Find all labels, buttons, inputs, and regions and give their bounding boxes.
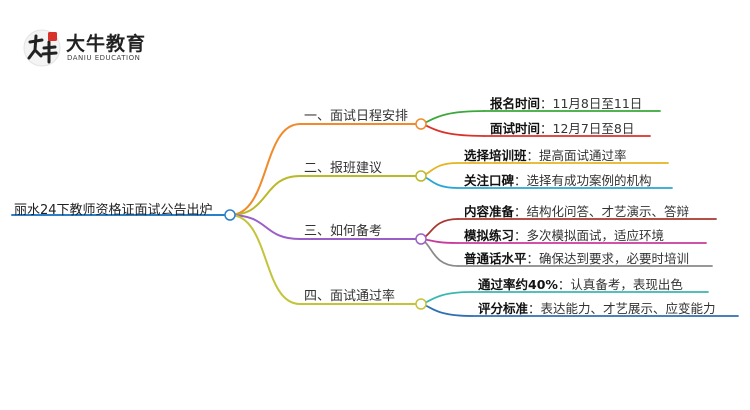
leaf-topic: 普通话水平：确保达到要求，必要时培训 [464, 248, 689, 267]
brand-name-en: DANIU EDUCATION [67, 54, 141, 62]
leaf-topic: 关注口碑：选择有成功案例的机构 [464, 170, 652, 189]
leaf-topic: 内容准备：结构化问答、才艺演示、答辩 [464, 201, 689, 220]
leaf-key: 选择培训班 [464, 148, 527, 163]
leaf-value: ：选择有成功案例的机构 [514, 173, 652, 188]
leaf-key: 模拟练习 [464, 228, 515, 243]
leaf-value: ：多次模拟面试，适应环境 [514, 228, 665, 243]
leaf-value: ：表达能力、才艺展示、应变能力 [528, 301, 716, 316]
leaf-value: ：结构化问答、才艺演示、答辩 [514, 204, 690, 219]
leaf-key: 报名时间 [490, 96, 541, 111]
leaf-topic: 评分标准：表达能力、才艺展示、应变能力 [478, 298, 716, 317]
leaf-key: 普通话水平 [464, 251, 527, 266]
leaf-value: ：12月7日至8日 [540, 121, 635, 136]
leaf-key: 内容准备 [464, 204, 515, 219]
leaf-topic: 选择培训班：提高面试通过率 [464, 145, 627, 164]
branch-connector [229, 175, 301, 216]
leaf-topic: 通过率约40%：认真备考，表现出色 [478, 274, 683, 293]
branch-topic: 四、面试通过率 [304, 289, 396, 304]
branch-topic: 一、面试日程安排 [304, 109, 409, 124]
leaf-value: ：11月8日至11日 [540, 96, 643, 111]
leaf-key: 面试时间 [490, 121, 541, 136]
branch-connector [229, 214, 301, 240]
leaf-value: ：认真备考，表现出色 [557, 277, 683, 292]
branch-topic: 二、报班建议 [304, 161, 383, 176]
branch-topic: 三、如何备考 [304, 224, 383, 239]
leaf-key: 评分标准 [478, 301, 529, 316]
leaf-key: 关注口碑 [464, 173, 515, 188]
leaf-connector [417, 123, 485, 137]
branch-node-dot [415, 118, 427, 130]
branch-connector [229, 123, 301, 216]
leaf-topic: 报名时间：11月8日至11日 [490, 93, 642, 112]
leaf-topic: 模拟练习：多次模拟面试，适应环境 [464, 225, 664, 244]
leaf-value: ：确保达到要求，必要时培训 [526, 251, 690, 266]
root-topic: 丽水24下教师资格证面试公告出炉 [14, 203, 213, 218]
leaf-value: ：提高面试通过率 [526, 148, 627, 163]
brand-name: 大牛教育 [66, 33, 147, 55]
leaf-connector [417, 110, 485, 125]
branch-node-dot [415, 233, 427, 245]
daniu-logo-icon [23, 29, 61, 67]
leaf-key: 通过率约40% [478, 277, 558, 292]
branch-node-dot [415, 170, 427, 182]
leaf-topic: 面试时间：12月7日至8日 [490, 118, 634, 137]
brand-logo: 大牛教育 DANIU EDUCATION [22, 26, 172, 70]
branch-connector [229, 214, 301, 305]
root-node-dot [224, 209, 236, 221]
branch-node-dot [415, 298, 427, 310]
